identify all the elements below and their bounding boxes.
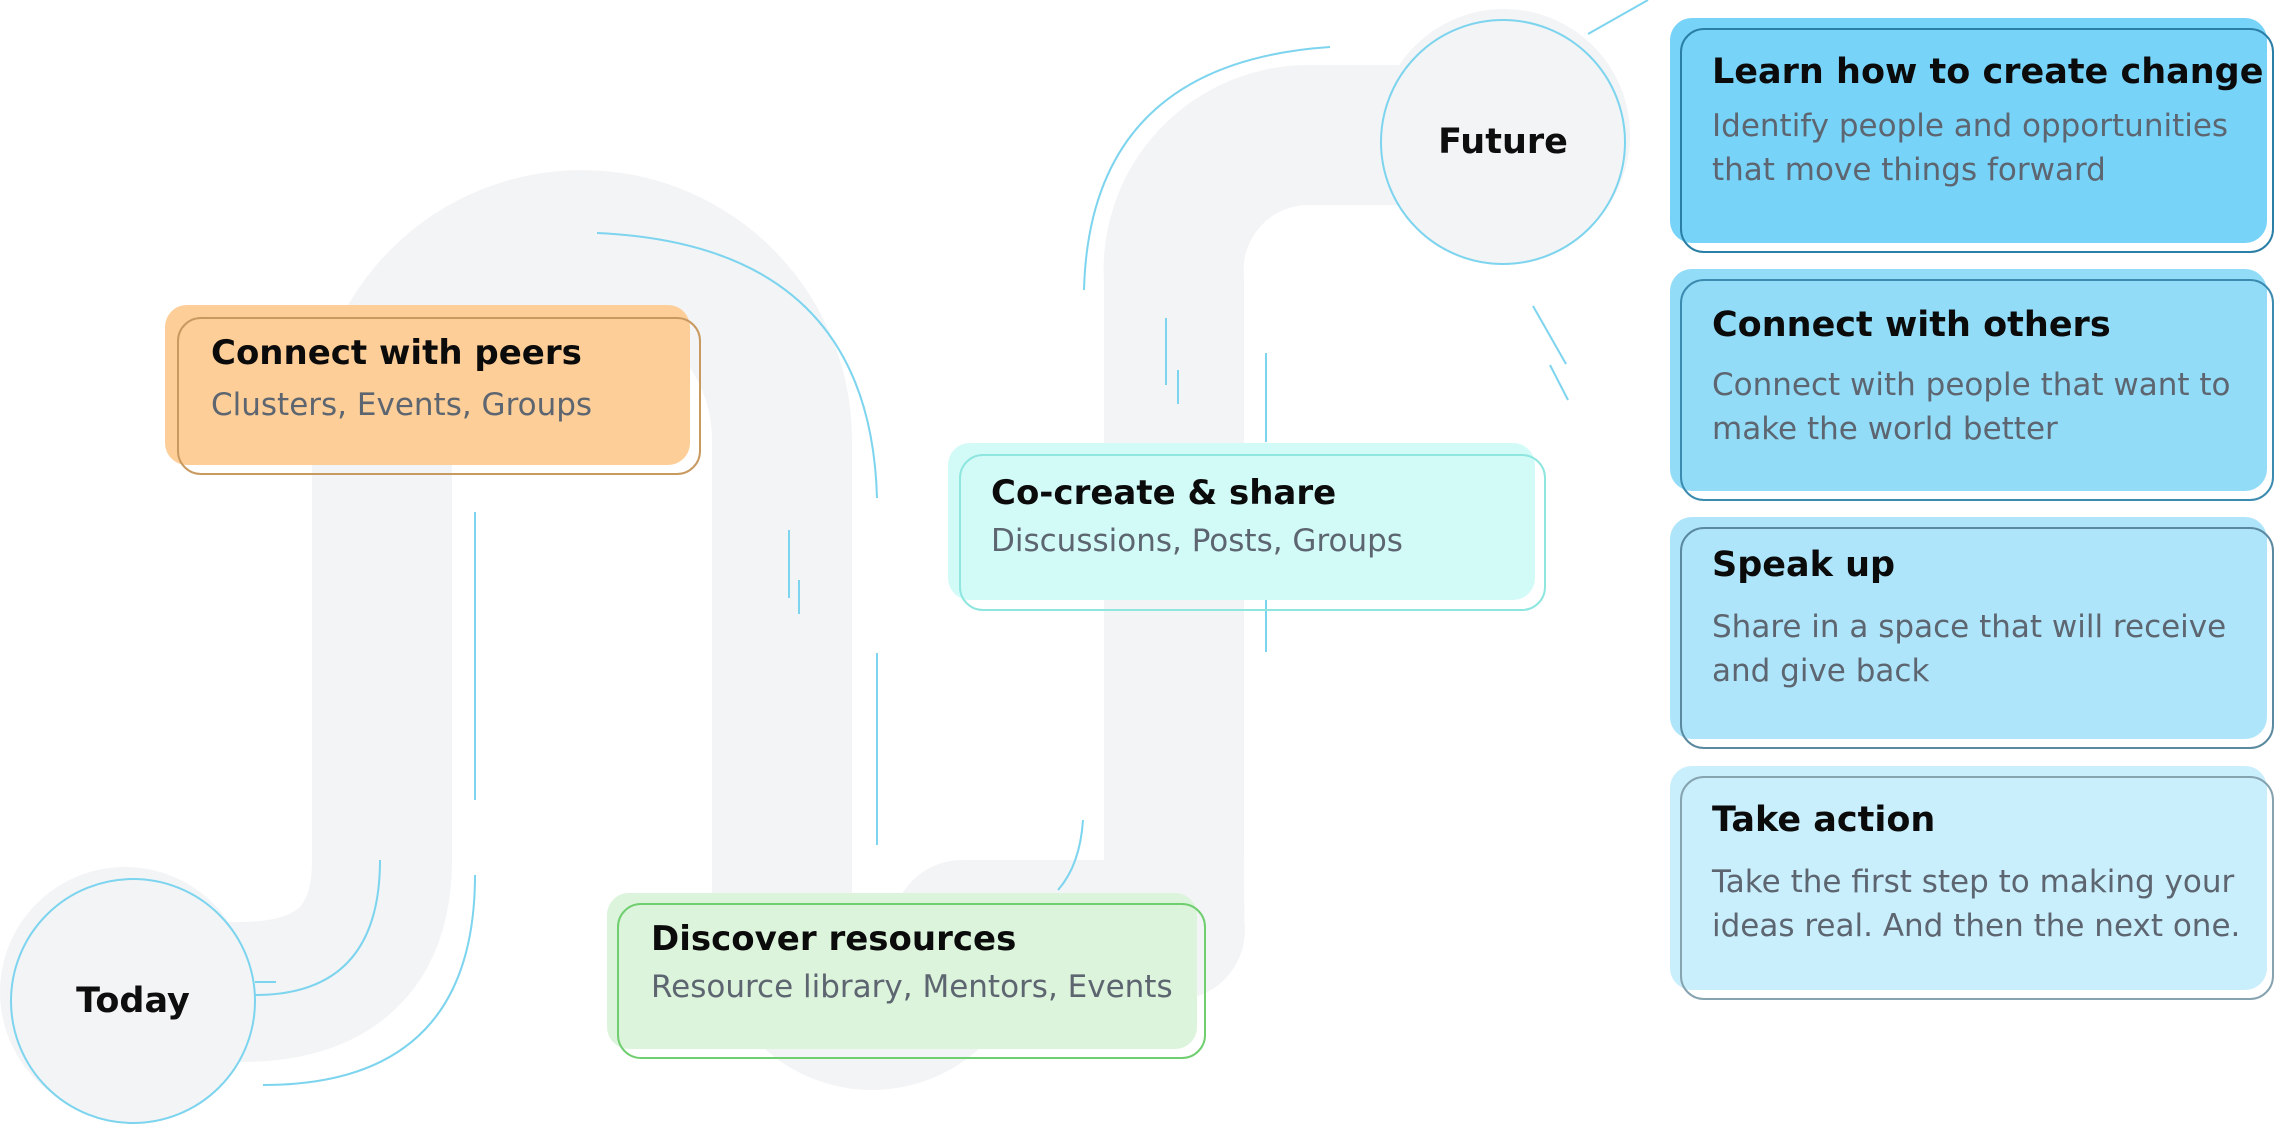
journey-card-connect-peers[interactable]: Connect with peers Clusters, Events, Gro… <box>165 305 701 475</box>
card-description: Identify people and opportunities that m… <box>1712 108 2229 188</box>
card-fill <box>1670 766 2267 990</box>
card-subtitle: Discussions, Posts, Groups <box>991 523 1403 559</box>
goal-card-take-action[interactable]: Take action Take the first step to makin… <box>1670 766 2274 1000</box>
card-title: Take action <box>1712 800 1936 840</box>
card-description: Connect with people that want to make th… <box>1712 367 2231 447</box>
card-subtitle: Resource library, Mentors, Events <box>651 969 1173 1005</box>
card-title: Speak up <box>1712 545 1896 585</box>
card-title: Discover resources <box>651 919 1017 959</box>
card-outline <box>959 454 1546 611</box>
card-fill <box>1670 517 2267 739</box>
card-fill <box>948 443 1535 600</box>
future-label: Future <box>1438 122 1568 162</box>
card-outline <box>1680 28 2274 253</box>
card-description: Share in a space that will receive and g… <box>1712 609 2227 689</box>
card-outline <box>1680 279 2274 501</box>
journey-card-discover-resources[interactable]: Discover resources Resource library, Men… <box>607 893 1206 1059</box>
goal-card-connect-others[interactable]: Connect with others Connect with people … <box>1670 269 2274 501</box>
card-fill <box>607 893 1197 1049</box>
card-outline <box>617 903 1206 1059</box>
card-title: Connect with others <box>1712 305 2111 345</box>
card-outline <box>1680 776 2274 1000</box>
card-fill <box>1670 18 2267 243</box>
card-title: Connect with peers <box>211 333 582 373</box>
accent-lines <box>254 0 1649 1086</box>
journey-card-co-create[interactable]: Co-create & share Discussions, Posts, Gr… <box>948 443 1546 611</box>
card-title: Learn how to create change <box>1712 52 2264 92</box>
card-title: Co-create & share <box>991 473 1337 513</box>
card-description: Take the first step to making your ideas… <box>1712 864 2241 944</box>
card-fill <box>1670 269 2267 491</box>
goal-card-speak-up[interactable]: Speak up Share in a space that will rece… <box>1670 517 2274 749</box>
today-node: Today <box>10 878 256 1124</box>
future-node: Future <box>1380 19 1626 265</box>
card-subtitle: Clusters, Events, Groups <box>211 387 593 423</box>
card-outline <box>1680 527 2274 749</box>
card-outline <box>177 317 701 475</box>
goal-card-learn[interactable]: Learn how to create change Identify peop… <box>1670 18 2274 253</box>
card-fill <box>165 305 690 465</box>
today-label: Today <box>76 981 190 1021</box>
